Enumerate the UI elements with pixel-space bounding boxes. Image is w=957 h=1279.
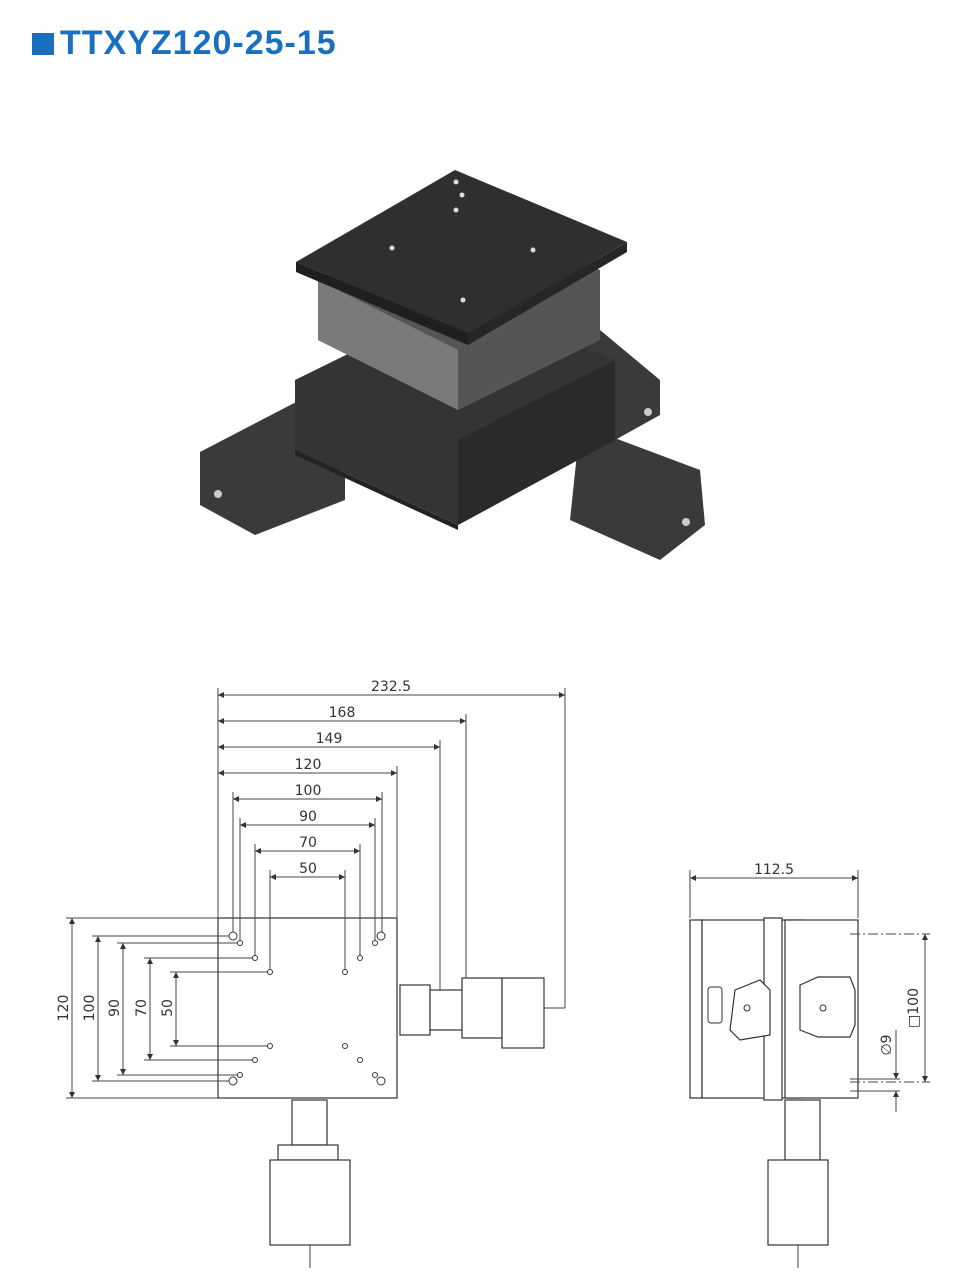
dim-70: 70 [299, 835, 317, 851]
dim-50: 50 [299, 861, 317, 877]
product-render [200, 170, 705, 560]
dim-149: 149 [316, 731, 343, 747]
title-text: TTXYZ120-25-15 [60, 24, 337, 62]
horizontal-dimensions: 232.5 168 149 120 100 90 70 50 [217, 679, 566, 1008]
dim-168: 168 [329, 705, 356, 721]
dim-90: 90 [299, 809, 317, 825]
top-view-drawing [217, 917, 565, 1268]
dim-120: 120 [295, 757, 322, 773]
vdim-100: 100 [82, 995, 98, 1022]
vdim-120: 120 [56, 995, 72, 1022]
vdim-50: 50 [160, 999, 176, 1017]
vdim-70: 70 [134, 999, 150, 1017]
side-dim-hole-9: ∅9 [879, 1034, 895, 1055]
dim-232-5: 232.5 [371, 679, 411, 695]
product-title: TTXYZ120-25-15 [32, 24, 337, 63]
side-dim-square-100: □100 [906, 988, 922, 1028]
dim-100: 100 [295, 783, 322, 799]
vdim-90: 90 [107, 999, 123, 1017]
side-dim-112-5: 112.5 [754, 862, 794, 878]
title-square-icon [32, 32, 54, 55]
side-view-drawing: 112.5 □100 ∅9 [689, 862, 930, 1268]
vertical-dimensions: 120 100 90 70 50 [56, 917, 267, 1099]
